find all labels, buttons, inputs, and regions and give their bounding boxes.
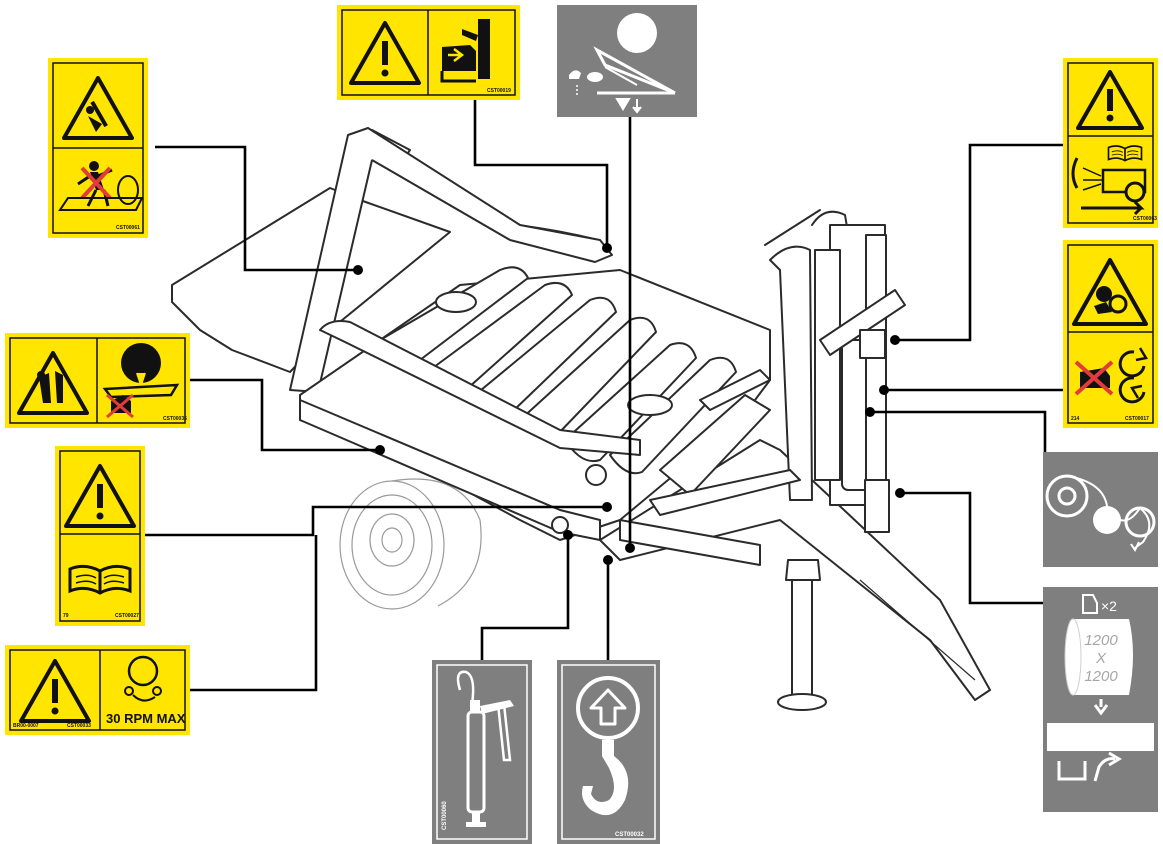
- decal-read-manual: 79 CST00027: [55, 446, 145, 626]
- decal-read-manual-operate: CST00063: [1063, 58, 1158, 228]
- roll-diameter: 1200: [1084, 668, 1118, 685]
- speed-hare-tortoise-icon: [569, 70, 603, 97]
- hand-crush-icon: [440, 19, 490, 83]
- decal-number: BR00-0007: [13, 723, 39, 729]
- decal-number: 79: [63, 613, 69, 619]
- warning-triangle-icon: [62, 76, 134, 140]
- decal-code: CST00061: [116, 225, 140, 231]
- roll-multiplier: ×2: [1101, 598, 1117, 614]
- decal-number: 214: [1071, 416, 1080, 422]
- decal-code: CST00033: [67, 723, 91, 729]
- warning-triangle-icon: [64, 464, 136, 528]
- decal-code: CST00027: [115, 613, 139, 619]
- decal-code: CST00019: [487, 88, 511, 94]
- decal-roll-size: ×2 1200 X 1200: [1043, 587, 1158, 812]
- warning-triangle-icon: [19, 659, 91, 723]
- decal-rpm-max: 30 RPM MAX BR00-0007 CST00033: [5, 645, 190, 735]
- roll-size-separator: X: [1095, 650, 1107, 667]
- wrapping-tower: [764, 209, 906, 533]
- film-roll-icon: [1064, 594, 1133, 696]
- roller-threading-icon: [1045, 474, 1156, 552]
- warning-triangle-icon: [1076, 70, 1144, 130]
- hand-crush-icon: [102, 343, 180, 419]
- warning-triangle-icon: [17, 351, 89, 415]
- decal-code: CST00035: [163, 416, 187, 422]
- decal-bale-crush: CST00035: [5, 333, 190, 428]
- leader-lines: [145, 98, 1063, 692]
- read-manual-icon: [68, 564, 132, 595]
- turntable-belts: [379, 266, 737, 475]
- decal-crush-stay-clear: CST00061: [48, 58, 148, 238]
- crush-hazard-icon: [86, 100, 108, 132]
- warning-triangle-icon: [1072, 258, 1148, 326]
- crush-hazard-icon: [37, 371, 63, 403]
- stay-clear-icon: [58, 161, 144, 211]
- grease-gun-icon: [456, 670, 514, 827]
- roll-width: 1200: [1084, 632, 1118, 649]
- entanglement-icon: [1094, 286, 1128, 314]
- decal-lifting-point: CST00032: [557, 660, 660, 844]
- rotating-rollers-icon: [124, 655, 162, 702]
- rpm-limit-label: 30 RPM MAX: [106, 711, 186, 726]
- decal-code: CST00017: [1125, 416, 1149, 422]
- decal-tilt-speed: [557, 5, 697, 117]
- decal-code: CST00060: [442, 801, 448, 830]
- decal-code: CST00032: [615, 832, 644, 838]
- decal-film-threading: [1043, 452, 1158, 567]
- lifting-hook-icon: [576, 676, 640, 816]
- decal-grease-point: CST00060: [432, 660, 532, 844]
- rotating-rollers-icon: [1074, 347, 1148, 404]
- rear-wheel: [339, 478, 482, 610]
- bale-wrapper-machine: [171, 127, 991, 711]
- decal-entanglement: 214 CST00017: [1063, 240, 1158, 428]
- decal-hand-crush: CST00019: [337, 5, 520, 100]
- read-manual-icon: [1107, 145, 1143, 162]
- decal-code: CST00063: [1133, 216, 1157, 222]
- jack-stand: [777, 559, 827, 711]
- warning-triangle-icon: [349, 21, 421, 85]
